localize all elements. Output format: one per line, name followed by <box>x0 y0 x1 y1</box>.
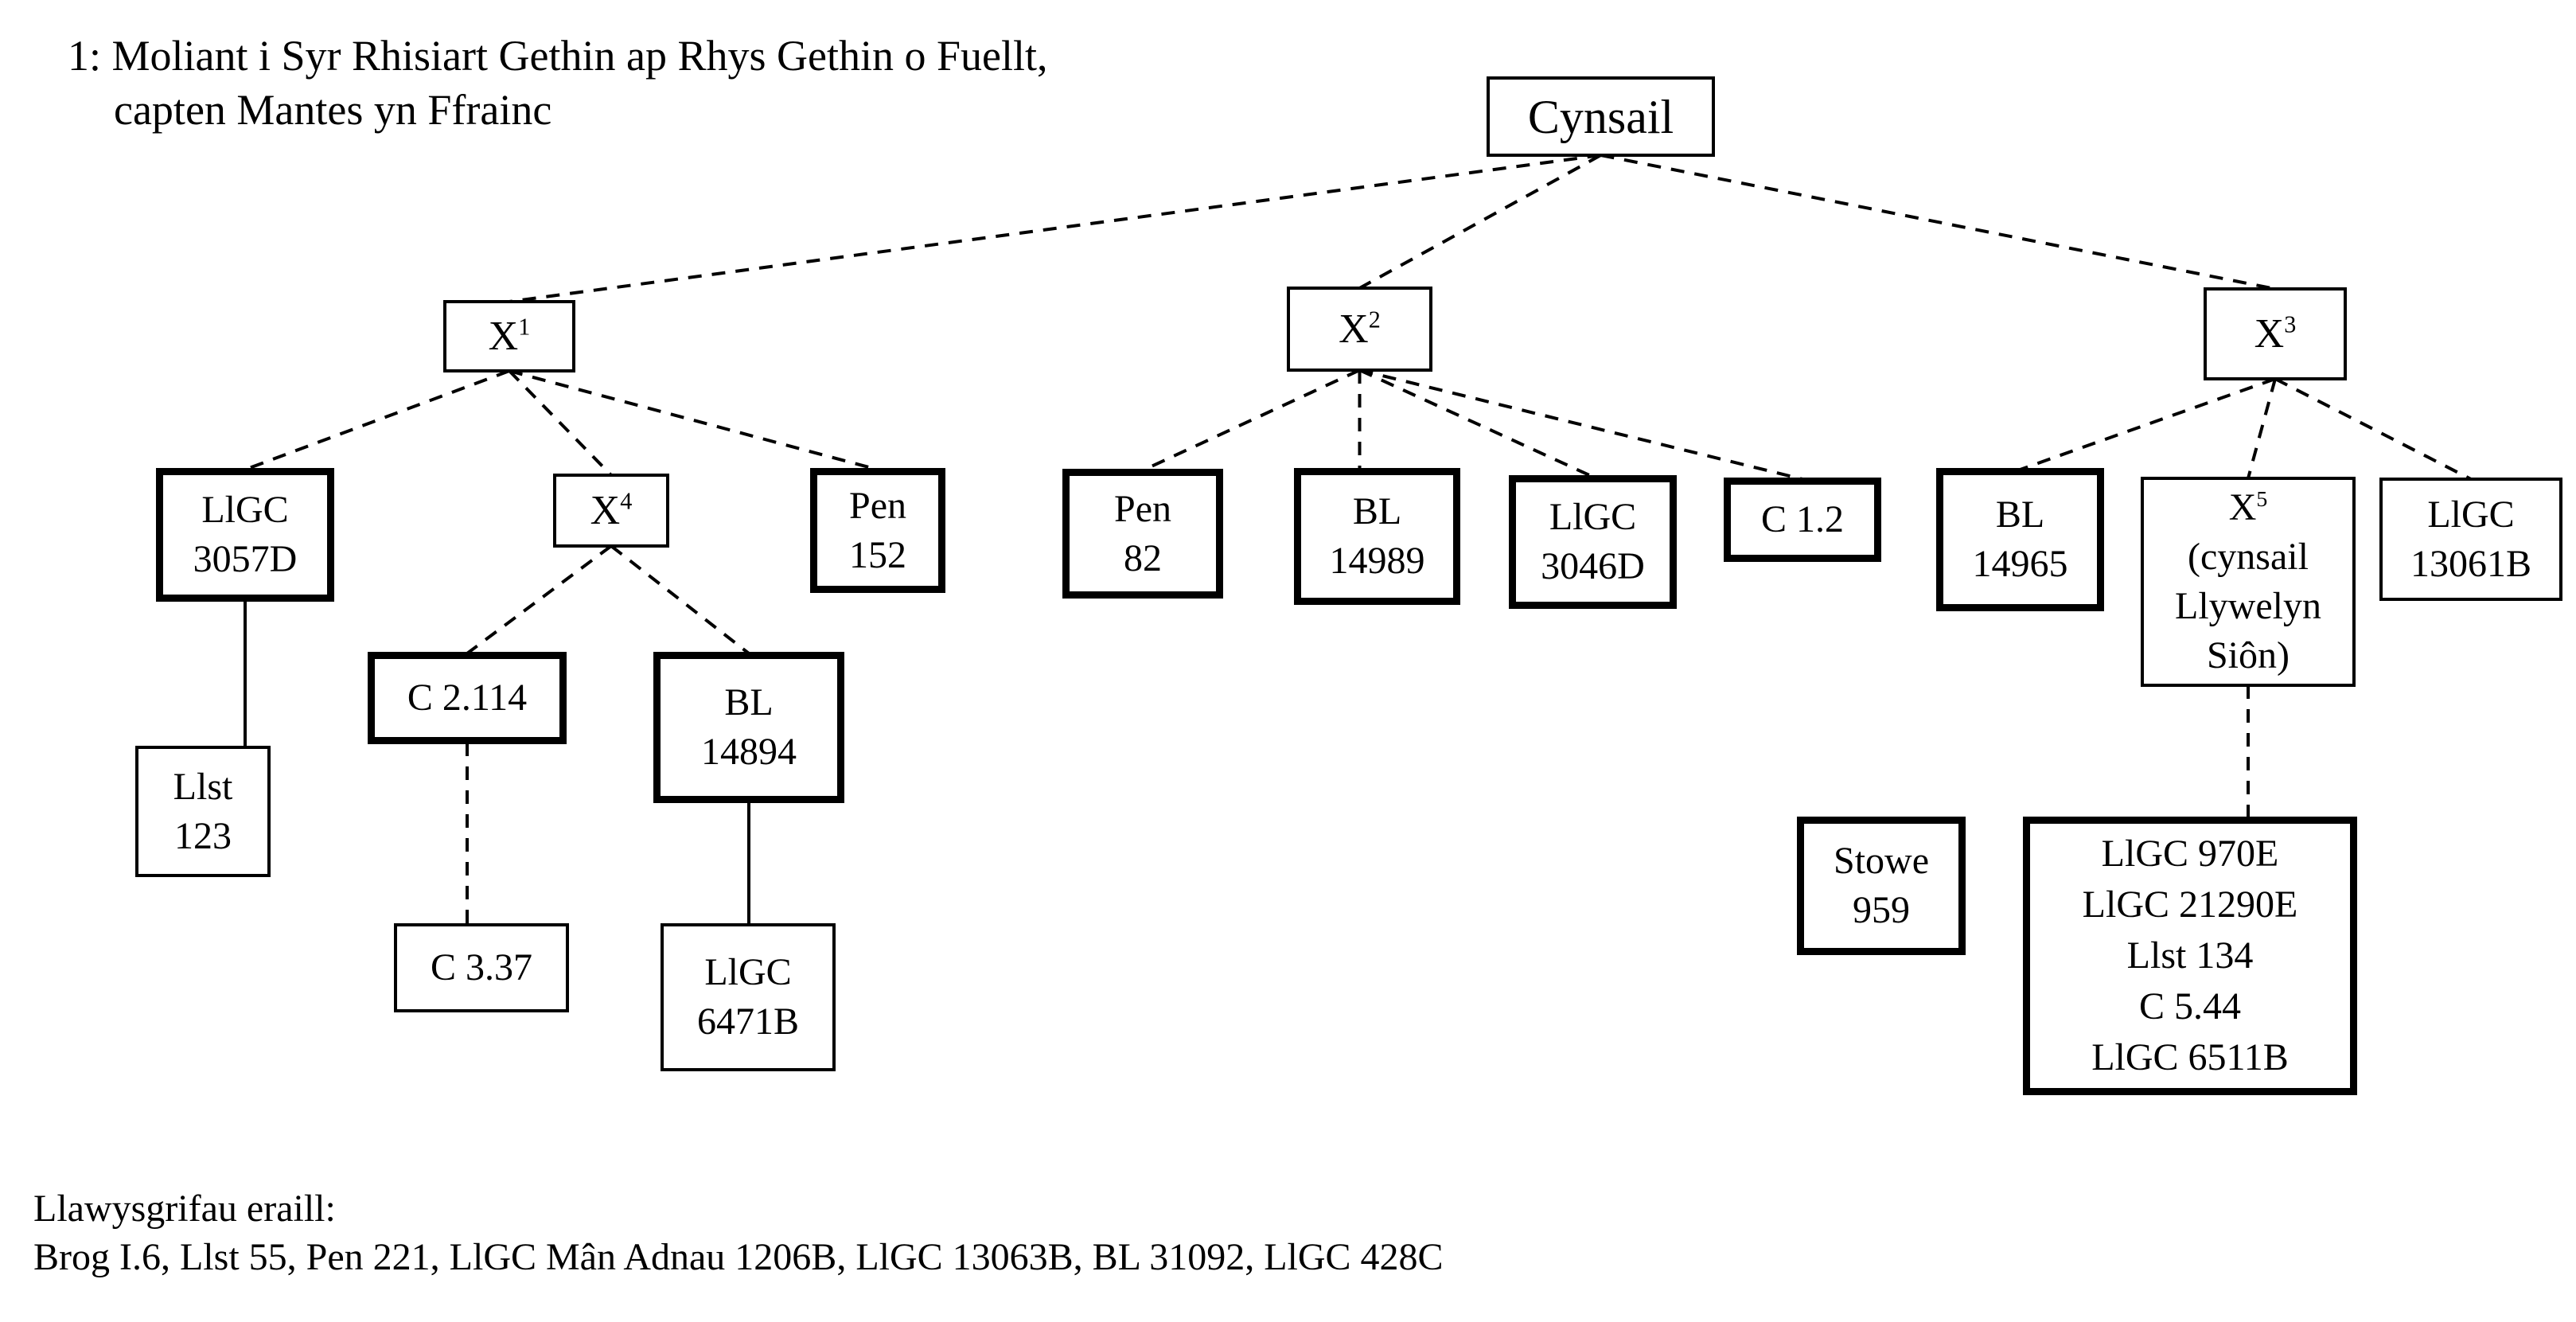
node-llywelyn-sion-group: LlGC 970E LlGC 21290E Llst 134 C 5.44 Ll… <box>2023 817 2357 1095</box>
node-label: LlGC <box>704 951 792 993</box>
connector-dashed <box>1358 369 1594 478</box>
node-label: LlGC <box>1549 496 1637 538</box>
node-label: LlGC <box>2427 493 2515 536</box>
connector-dashed <box>610 544 750 655</box>
node-bl-14965: BL 14965 <box>1936 468 2104 611</box>
node-label: LlGC 970E <box>2101 833 2279 875</box>
node-cynsail: Cynsail <box>1487 76 1715 157</box>
node-label: 82 <box>1124 536 1162 579</box>
node-label: X1 <box>488 313 531 359</box>
footer-manuscript-list: Brog I.6, Llst 55, Pen 221, LlGC Mân Adn… <box>33 1236 1444 1278</box>
node-x4: X4 <box>553 474 669 548</box>
connector-dashed <box>1358 154 1602 290</box>
node-label: Siôn) <box>2206 634 2290 677</box>
connector-dashed <box>1600 154 2276 291</box>
node-label: Llst 134 <box>2126 934 2254 977</box>
node-pen-82: Pen 82 <box>1062 469 1223 599</box>
node-bl-14894: BL 14894 <box>653 652 844 803</box>
node-label: X2 <box>1339 306 1381 352</box>
node-label: 3046D <box>1541 545 1645 587</box>
node-label: BL <box>1352 490 1402 532</box>
node-c-3-37: C 3.37 <box>394 923 569 1012</box>
node-label: C 5.44 <box>2138 985 2241 1028</box>
node-label: LlGC 21290E <box>2082 883 2298 926</box>
connector-dashed <box>1359 369 1803 481</box>
node-pen-152: Pen 152 <box>810 468 945 593</box>
node-bl-14989: BL 14989 <box>1294 468 1460 605</box>
node-label: X3 <box>2254 310 2297 357</box>
node-x3: X3 <box>2204 287 2347 380</box>
node-x2: X2 <box>1287 287 1432 372</box>
node-label: C 3.37 <box>430 946 532 989</box>
node-label: Stowe <box>1834 840 1929 882</box>
node-label: 13061B <box>2410 542 2531 585</box>
footer-heading: Llawysgrifau eraill: <box>33 1187 336 1230</box>
node-label: 6471B <box>696 1000 799 1043</box>
node-label: 152 <box>849 533 906 576</box>
node-label: X5 <box>2228 486 2268 528</box>
node-ligc-13061b: LlGC 13061B <box>2379 478 2562 601</box>
node-x5: X5 (cynsail Llywelyn Siôn) <box>2141 477 2356 687</box>
node-label: (cynsail <box>2188 536 2309 578</box>
node-ligc-6471b: LlGC 6471B <box>661 923 836 1071</box>
node-label: BL <box>1995 493 2045 536</box>
node-label: 959 <box>1853 889 1910 931</box>
footer: Llawysgrifau eraill: Brog I.6, Llst 55, … <box>33 1184 1444 1281</box>
connector-dashed <box>509 369 879 471</box>
node-label: 14989 <box>1329 540 1425 582</box>
node-ligc-3046d: LlGC 3046D <box>1509 475 1677 609</box>
connector-dashed <box>1142 369 1361 472</box>
node-label: Pen <box>1114 487 1171 530</box>
connector-dashed <box>2274 377 2472 481</box>
node-label: 14965 <box>1972 543 2068 585</box>
node-c-2-114: C 2.114 <box>368 652 567 744</box>
node-x1: X1 <box>443 300 575 372</box>
node-stowe-959: Stowe 959 <box>1797 817 1966 955</box>
connector-dashed <box>508 369 613 477</box>
figure-title-line1: 1: Moliant i Syr Rhisiart Gethin ap Rhys… <box>68 32 1048 80</box>
node-label: C 1.2 <box>1760 498 1844 540</box>
connector-dashed <box>2247 378 2277 479</box>
node-label: Pen <box>849 484 906 527</box>
node-label: 3057D <box>193 538 298 580</box>
node-llst-123: Llst 123 <box>135 746 271 877</box>
node-label: LlGC <box>201 489 289 531</box>
figure-title-line2: capten Mantes yn Ffrainc <box>114 86 552 134</box>
figure-title: 1: Moliant i Syr Rhisiart Gethin ap Rhys… <box>68 29 1047 137</box>
node-label: X4 <box>590 487 633 533</box>
node-label: 123 <box>174 814 232 857</box>
node-label: LlGC 6511B <box>2091 1036 2289 1078</box>
node-label: BL <box>724 681 774 723</box>
node-label: 14894 <box>701 731 797 773</box>
node-label: Cynsail <box>1527 90 1674 143</box>
node-label: Llywelyn <box>2175 585 2321 627</box>
connector-dashed <box>244 369 510 471</box>
connector-dashed <box>466 544 613 655</box>
connector-dashed <box>2019 377 2276 471</box>
connector-dashed <box>509 154 1601 303</box>
node-label: Llst <box>173 765 233 808</box>
node-c-1-2: C 1.2 <box>1724 478 1881 562</box>
node-ligc-3057d: LlGC 3057D <box>156 468 334 602</box>
node-label: C 2.114 <box>407 677 528 719</box>
